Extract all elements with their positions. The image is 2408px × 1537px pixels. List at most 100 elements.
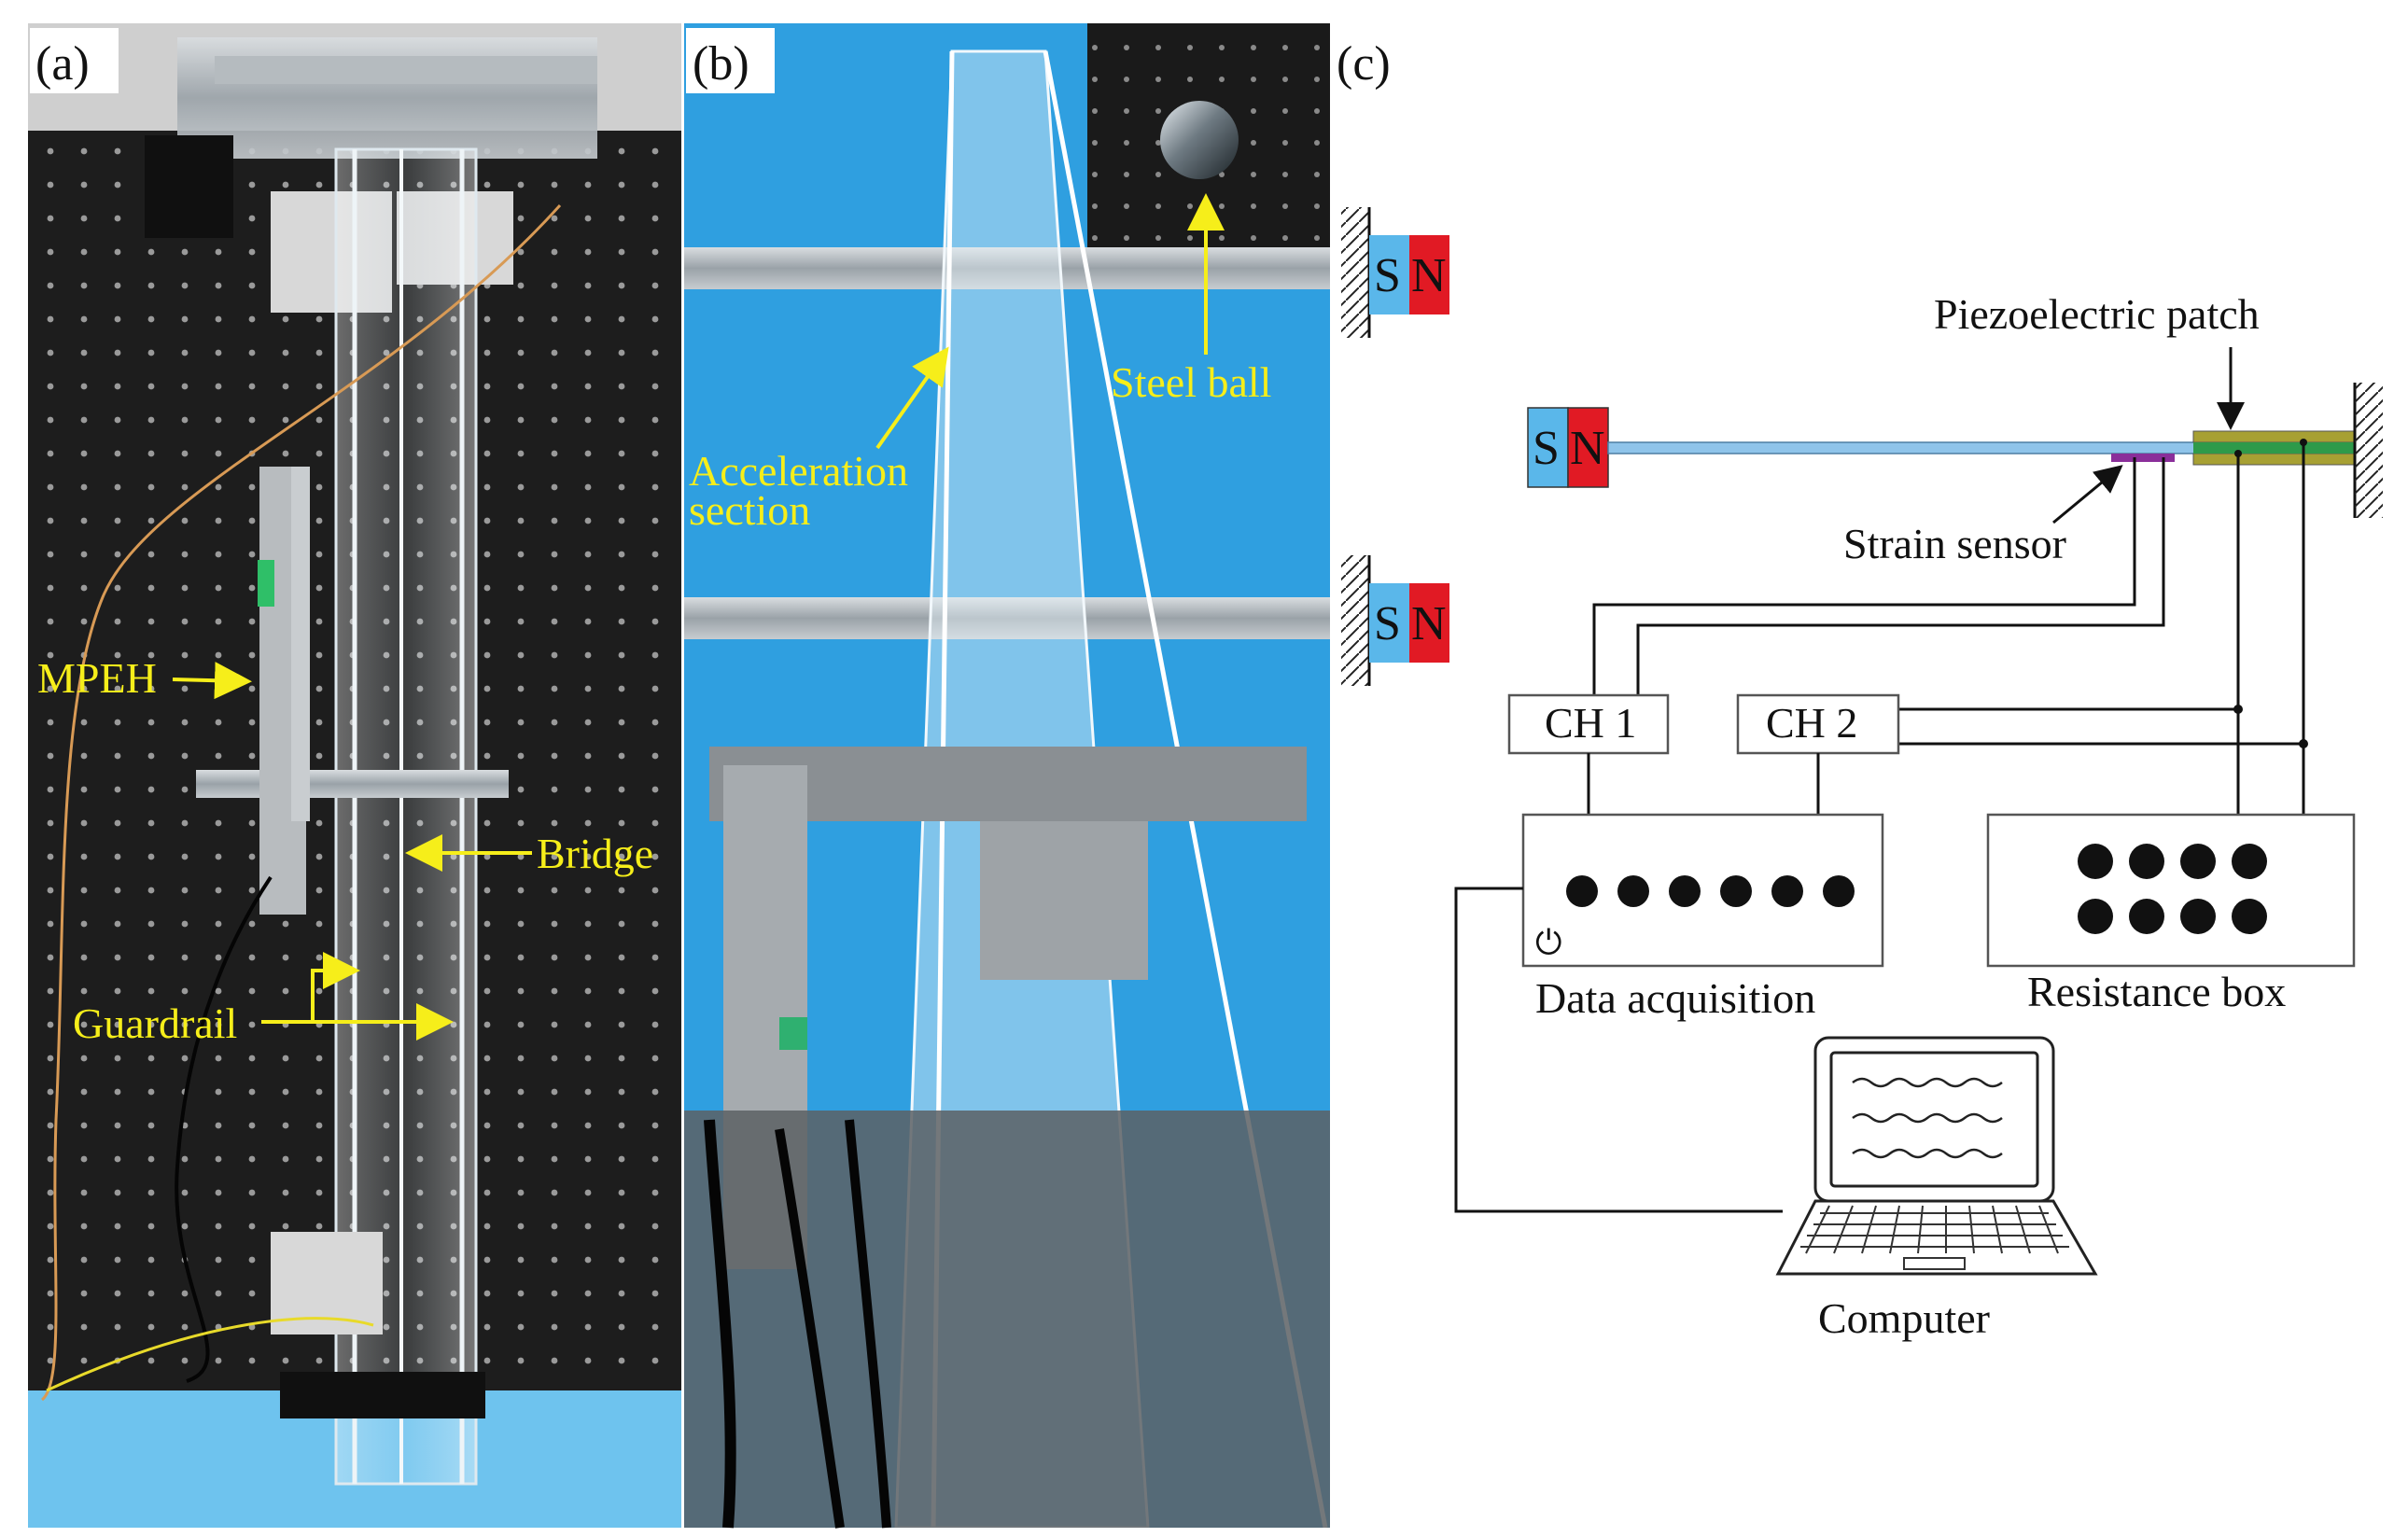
support-frame-top	[709, 747, 1307, 821]
panel-b: (b) Acceleration section Steel ball	[684, 23, 1330, 1530]
ch1-label: CH 1	[1545, 699, 1636, 747]
data-acquisition-label: Data acquisition	[1535, 974, 1815, 1022]
mpeh-green-element	[258, 560, 274, 607]
laptop-keyboard-base	[1775, 1199, 2098, 1276]
strain-sensor-label: Strain sensor	[1843, 520, 2066, 567]
top-frame-bar	[215, 56, 597, 84]
magnet-upper-s-label: S	[1374, 249, 1401, 302]
ch2-label: CH 2	[1766, 699, 1857, 747]
acceleration-arrow	[875, 346, 949, 450]
computer-label: Computer	[1818, 1294, 1990, 1342]
top-frame	[177, 37, 597, 159]
resistance-box-label: Resistance box	[2027, 968, 2286, 1015]
top-mount-bracket	[145, 135, 233, 238]
cable-black-b3	[845, 1119, 891, 1529]
ch1-box	[1507, 693, 1670, 755]
tip-magnet-n-label: N	[1570, 422, 1605, 475]
resistance-dot	[2078, 899, 2113, 934]
steel-ball-image	[1160, 101, 1239, 179]
wire-sensor-ch1-b	[1636, 457, 2165, 698]
power-icon: ⏻	[1535, 924, 1561, 962]
piezo-patch-label: Piezoelectric patch	[1934, 290, 2260, 338]
piezo-patch-bottom	[2192, 453, 2356, 466]
magnet-lower-n-label: N	[1411, 597, 1447, 650]
junction-2	[2299, 739, 2308, 748]
magnet-lower-s-label: S	[1374, 597, 1401, 650]
bottom-frame	[280, 1372, 485, 1418]
green-connector	[779, 1017, 807, 1050]
wall-hatch-upper	[1341, 207, 1369, 338]
piezo-core	[2193, 442, 2355, 454]
cable-black-b2	[775, 1128, 845, 1529]
screen-wave-2	[1852, 1112, 2003, 1124]
bridge-annotation: Bridge	[537, 830, 653, 877]
fixed-magnet-upper: S N	[1341, 207, 1449, 338]
magnet-upper-n-label: N	[1411, 249, 1447, 302]
tip-magnet-s	[1527, 407, 1569, 488]
mpeh-annotation: MPEH	[37, 654, 157, 702]
resistance-dot	[2078, 844, 2113, 879]
daq-dot	[1669, 875, 1701, 907]
support-plate	[980, 821, 1148, 980]
mpeh-arrow	[172, 662, 252, 700]
cable-orange	[40, 203, 562, 1402]
daq-indicator-dots	[1566, 875, 1855, 907]
cable-black	[175, 875, 273, 1383]
resistance-dot	[2129, 844, 2164, 879]
resistance-box	[1986, 813, 2356, 968]
fixed-magnet-lower: S N	[1341, 555, 1449, 686]
panel-b-label-bg	[686, 28, 775, 93]
support-frame-base	[684, 1111, 1330, 1528]
cable-black-b1	[704, 1119, 736, 1529]
panel-c-label: (c)	[1337, 37, 1391, 91]
resistance-dot	[2129, 899, 2164, 934]
magnet-upper-n	[1409, 235, 1449, 314]
magnet-lower-s	[1369, 583, 1409, 663]
mpeh-support-post	[291, 467, 310, 821]
cable-yellow	[46, 1317, 374, 1392]
panel-a: (a) MPEH Bridge Guardrail	[28, 23, 681, 1528]
laptop-trackpad	[1903, 1257, 1966, 1270]
resistance-dot	[2232, 899, 2267, 934]
computer-icon	[1775, 1036, 2098, 1276]
wall-hatch-lower	[1341, 555, 1369, 686]
rail-middle	[684, 597, 1330, 639]
panel-c: (c) S N S N S N	[1337, 37, 2383, 1342]
panel-b-label: (b)	[693, 37, 749, 91]
daq-dot	[1617, 875, 1649, 907]
clamp-wall-hatch	[2355, 383, 2383, 518]
screen-wave-3	[1852, 1148, 2003, 1159]
strain-sensor	[2111, 454, 2175, 462]
daq-dot	[1823, 875, 1855, 907]
rail-upper	[684, 247, 1330, 289]
panel-a-label: (a)	[35, 37, 90, 91]
resistance-dot	[2180, 899, 2216, 934]
acceleration-annotation-line1: Acceleration	[689, 447, 908, 495]
piezo-patch-top	[2192, 430, 2356, 443]
guardrail-annotation: Guardrail	[73, 999, 237, 1047]
acceleration-annotation-line2: section	[689, 486, 810, 534]
wire-daq-computer	[1454, 887, 1783, 1213]
daq-dot	[1720, 875, 1752, 907]
screen-wave-1	[1852, 1077, 2003, 1088]
bridge-crossbar	[196, 770, 509, 798]
resistance-dots	[2078, 844, 2267, 934]
strain-sensor-arrow	[2052, 465, 2123, 524]
junction-1	[2233, 705, 2243, 714]
magnet-upper-s	[1369, 235, 1409, 314]
daq-dot	[1566, 875, 1598, 907]
tip-magnet-s-label: S	[1533, 422, 1560, 475]
wire-sensor-ch1-a	[1592, 457, 2136, 698]
panel-a-label-bg	[30, 28, 119, 93]
guardrail-bracket	[261, 952, 360, 1024]
magnet-lower-n	[1409, 583, 1449, 663]
junction-3	[2234, 450, 2242, 457]
resistance-dot	[2180, 844, 2216, 879]
daq-dot	[1771, 875, 1803, 907]
laptop-keys	[1800, 1205, 2069, 1254]
junction-4	[2300, 439, 2307, 446]
resistance-dot	[2232, 844, 2267, 879]
tip-magnet: S N	[1527, 407, 1609, 488]
steel-ball-annotation: Steel ball	[1111, 358, 1271, 406]
